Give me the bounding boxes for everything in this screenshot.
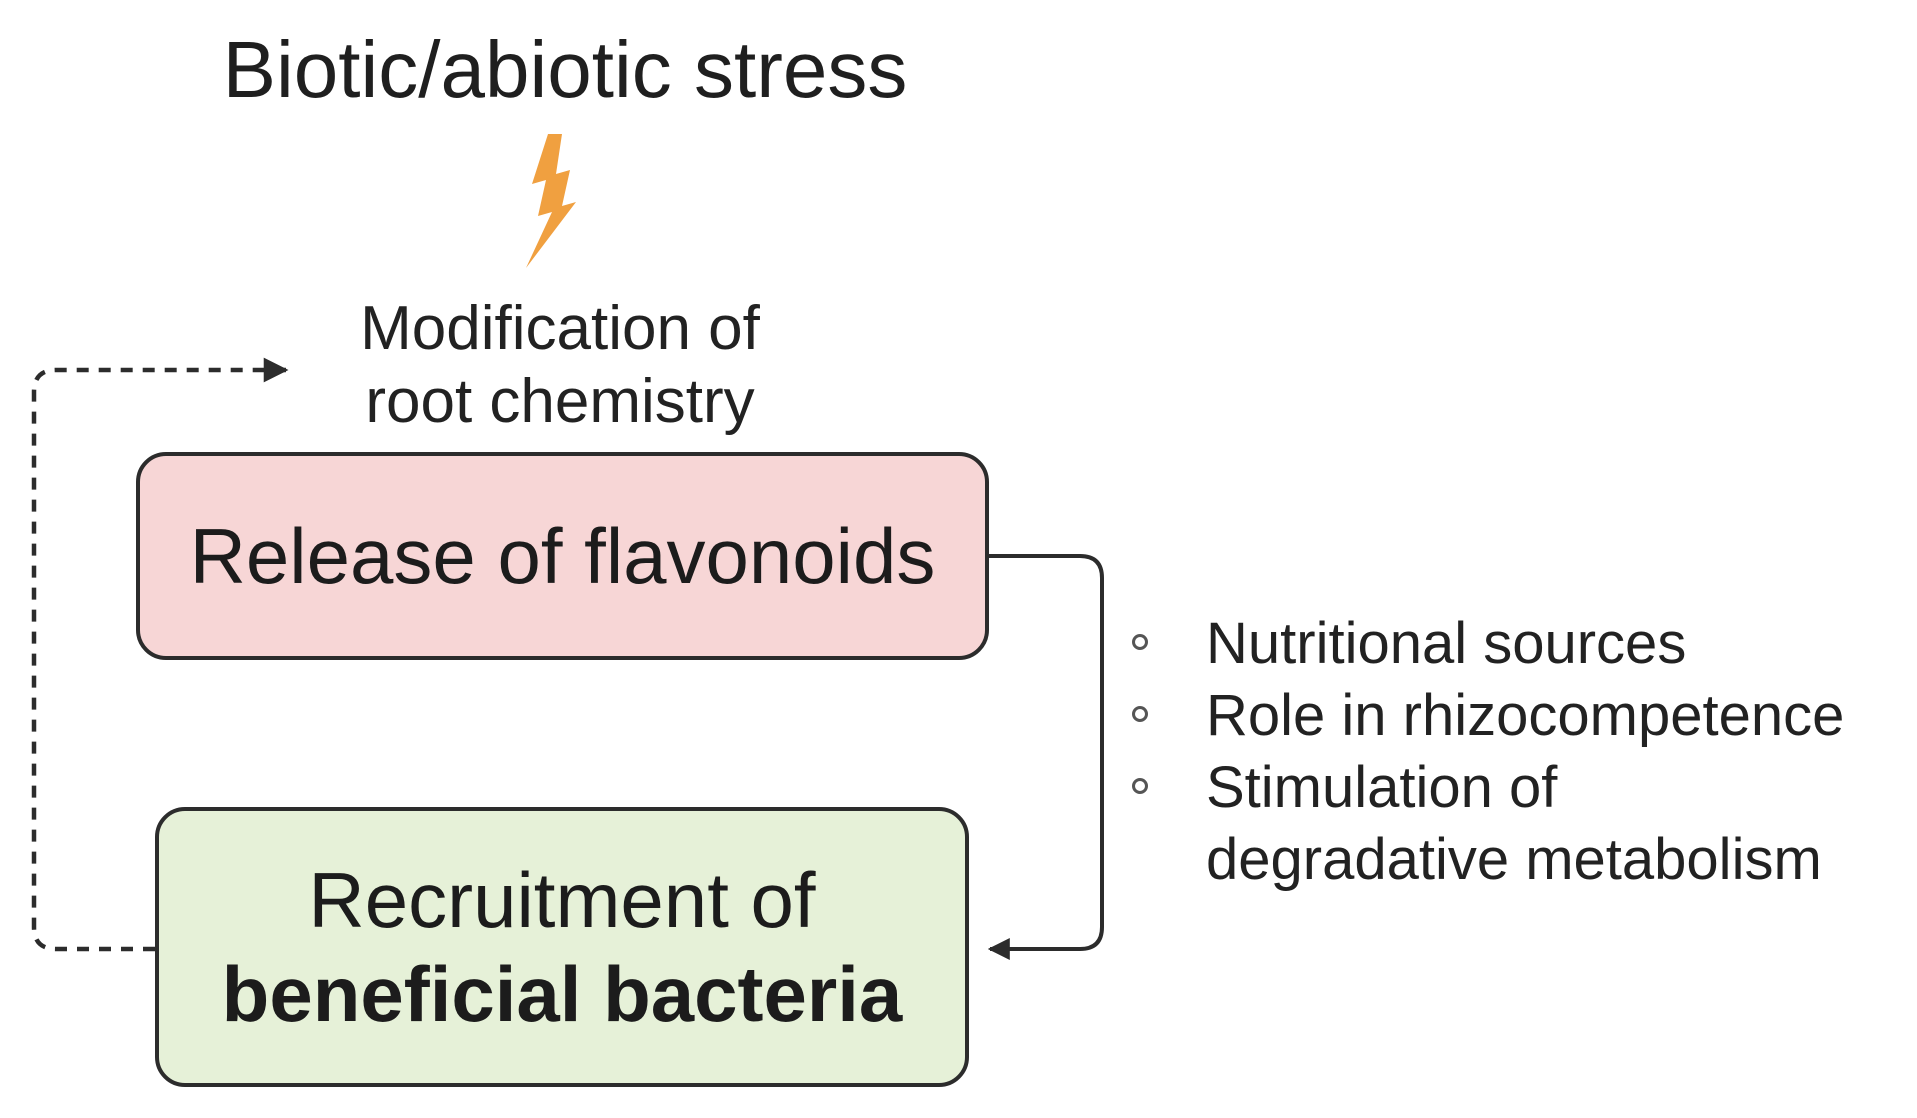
lightning-bolt-icon bbox=[526, 134, 576, 268]
release-of-flavonoids-label: Release of flavonoids bbox=[189, 512, 936, 600]
hollow-bullet-icon bbox=[1132, 634, 1148, 650]
modification-of-root-chemistry-label: Modification of root chemistry bbox=[300, 292, 820, 438]
stress-title: Biotic/abiotic stress bbox=[222, 25, 908, 114]
recruitment-line-1: Recruitment of bbox=[308, 856, 816, 944]
benefit-item: Nutritional sources bbox=[1132, 608, 1912, 680]
recruitment-of-beneficial-bacteria-box: Recruitment of beneficial bacteria bbox=[155, 807, 969, 1087]
recruitment-line-2-bold: beneficial bacteria bbox=[221, 950, 903, 1038]
benefit-item: Stimulation of degradative metabolism bbox=[1132, 752, 1912, 896]
modification-line-1: Modification of bbox=[360, 294, 760, 363]
benefit-text-continued: degradative metabolism bbox=[1206, 827, 1822, 892]
lightning-bolt-shape bbox=[526, 134, 576, 268]
benefit-text: Nutritional sources bbox=[1206, 611, 1687, 676]
benefit-item: Role in rhizocompetence bbox=[1132, 680, 1912, 752]
release-of-flavonoids-box: Release of flavonoids bbox=[136, 452, 989, 660]
release-to-recruitment-arrow bbox=[987, 554, 1104, 960]
hollow-bullet-icon bbox=[1132, 706, 1148, 722]
recruitment-to-modification-dashed-arrow bbox=[31, 357, 289, 952]
benefits-list: Nutritional sources Role in rhizocompete… bbox=[1132, 608, 1912, 896]
benefit-text: Role in rhizocompetence bbox=[1206, 683, 1845, 748]
benefit-text: Stimulation of bbox=[1206, 755, 1558, 820]
hollow-bullet-icon bbox=[1132, 778, 1148, 794]
modification-line-2: root chemistry bbox=[365, 367, 755, 436]
